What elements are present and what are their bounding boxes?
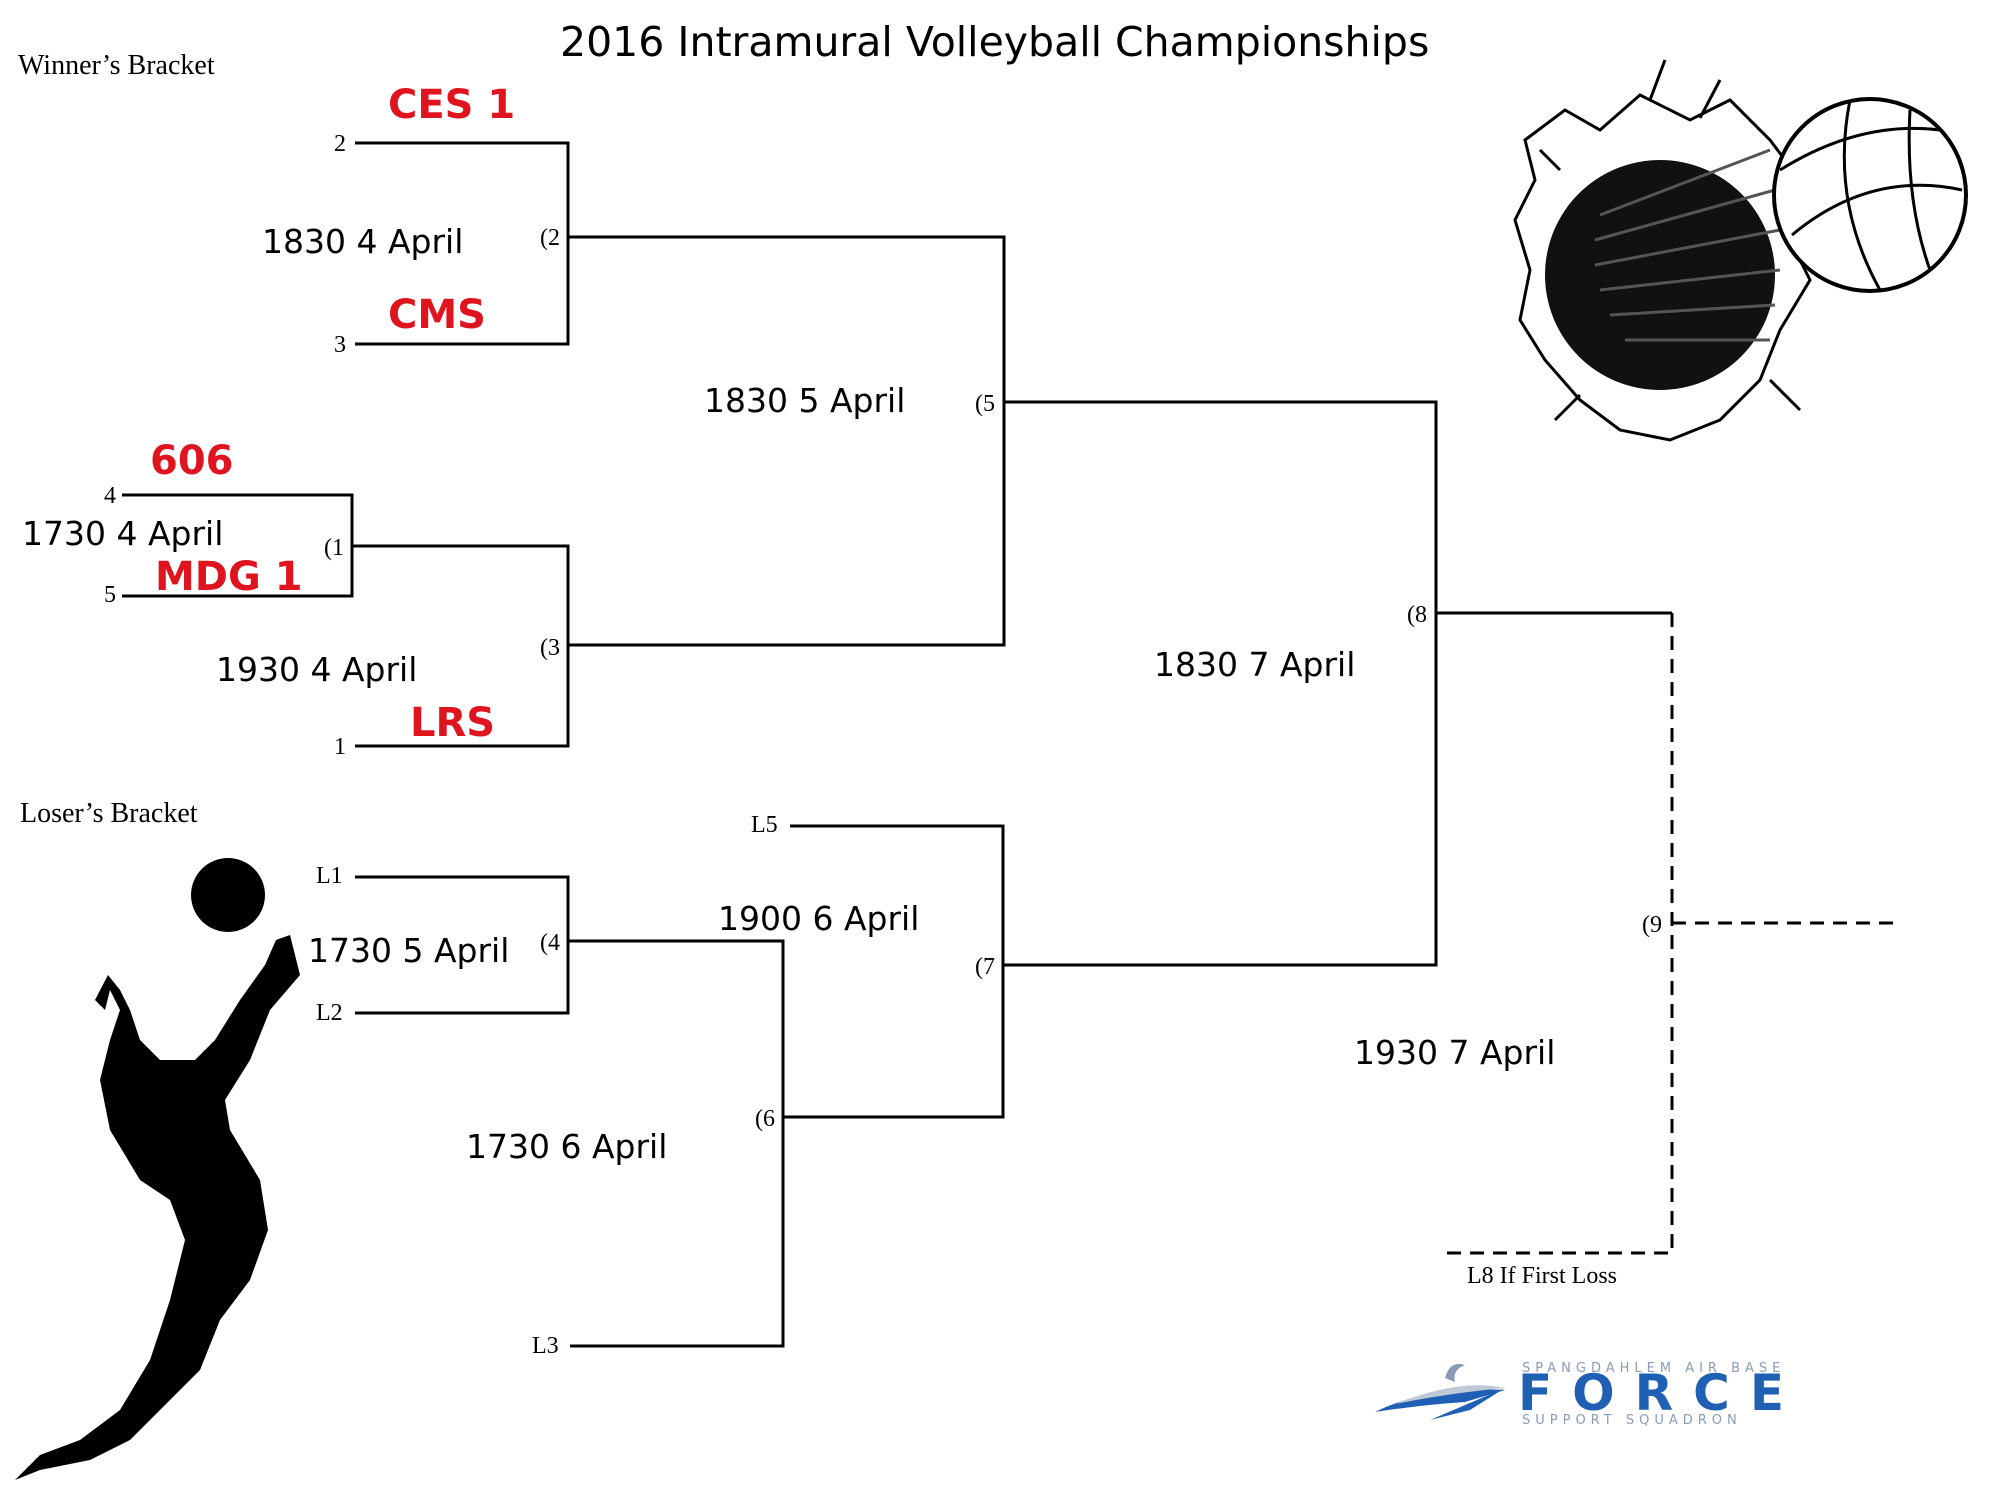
game-time-4: 1730 5 April <box>308 931 509 970</box>
game-time-1: 1730 4 April <box>22 514 223 553</box>
seed-number-1: 1 <box>334 734 346 760</box>
connector-game-2 <box>568 235 1006 647</box>
loser-slot-l5: L5 <box>751 812 778 838</box>
game-time-3: 1930 4 April <box>216 650 417 689</box>
game-label-3: (3 <box>540 635 560 661</box>
connector-game-1 <box>352 544 570 748</box>
winners-bracket-lines <box>122 141 1672 967</box>
seed-number-3: 3 <box>334 332 346 358</box>
force-logo-icon: SPANGDAHLEM AIR BASE FORCE SUPPORT SQUAD… <box>1375 1361 1804 1428</box>
game-label-2: (2 <box>540 225 560 251</box>
seed-number-2: 2 <box>334 131 346 157</box>
match-line-game-4 <box>355 875 570 1015</box>
player-silhouette-icon <box>15 858 300 1480</box>
logo-bottom-text: SUPPORT SQUADRON <box>1522 1413 1742 1428</box>
game-time-5: 1830 5 April <box>704 381 905 420</box>
game-time-8: 1830 7 April <box>1154 645 1355 684</box>
connector-game-4 <box>568 939 785 1348</box>
championship-lines <box>1440 613 1898 1255</box>
team-ces1: CES 1 <box>388 82 515 128</box>
team-cms: CMS <box>388 292 486 338</box>
losers-bracket-label: Loser’s Bracket <box>20 798 198 829</box>
game-time-2: 1830 4 April <box>262 222 463 261</box>
game-label-6: (6 <box>755 1106 775 1132</box>
seed-number-4: 4 <box>104 483 116 509</box>
game-label-4: (4 <box>540 930 560 956</box>
loser-slot-l8: L8 If First Loss <box>1467 1263 1617 1289</box>
loser-slot-l1: L1 <box>316 863 343 889</box>
if-needed-line <box>1440 613 1674 1255</box>
game-label-7: (7 <box>975 954 995 980</box>
winners-bracket-label: Winner’s Bracket <box>18 50 215 81</box>
game-label-1: (1 <box>324 535 344 561</box>
logo-main-text: FORCE <box>1518 1364 1804 1422</box>
logo-top-text: SPANGDAHLEM AIR BASE <box>1522 1361 1785 1376</box>
team-mdg1: MDG 1 <box>155 554 303 600</box>
volleyball-icon <box>1513 59 1968 442</box>
team-lrs: LRS <box>410 700 495 746</box>
game-label-9: (9 <box>1642 912 1662 938</box>
seed-number-5: 5 <box>104 582 116 608</box>
page-title: 2016 Intramural Volleyball Championships <box>560 18 1429 66</box>
team-606: 606 <box>150 438 234 484</box>
match-line-seed-2 <box>355 141 570 346</box>
loser-slot-l2: L2 <box>316 1000 343 1026</box>
loser-slot-l3: L3 <box>532 1333 559 1359</box>
connector-game-6 <box>783 824 1005 1119</box>
game-time-6: 1730 6 April <box>466 1127 667 1166</box>
game-label-5: (5 <box>975 391 995 417</box>
game-time-9: 1930 7 April <box>1354 1033 1555 1072</box>
game-label-8: (8 <box>1407 602 1427 628</box>
losers-bracket-lines <box>355 824 1436 1348</box>
game-time-7: 1900 6 April <box>718 899 919 938</box>
